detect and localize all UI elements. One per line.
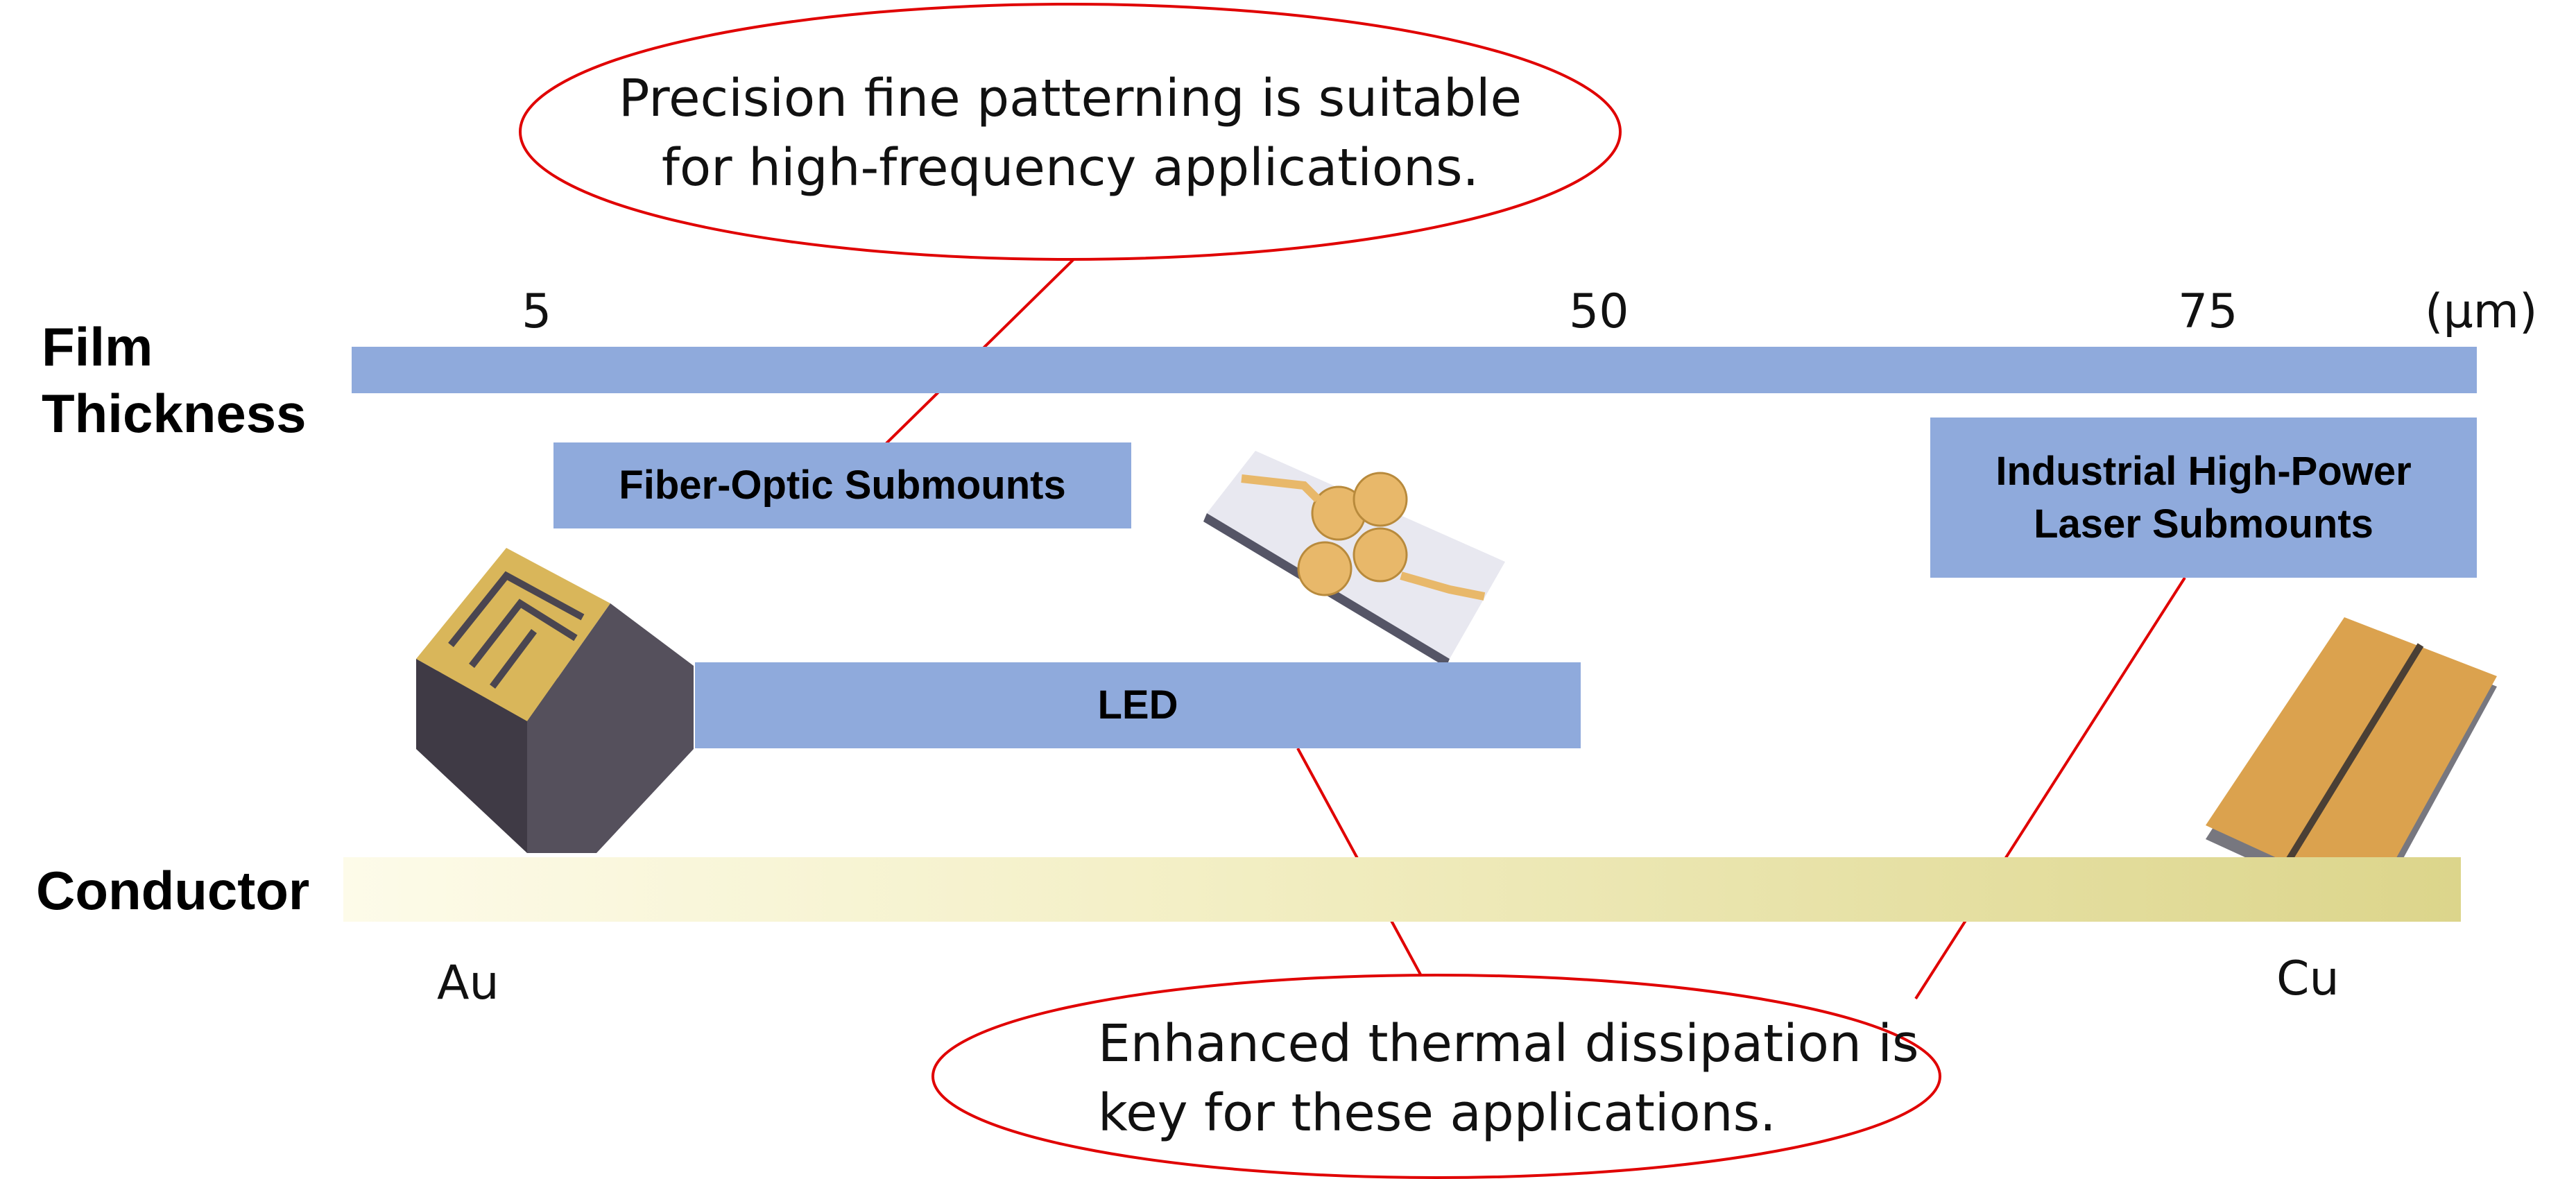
film-thickness-bar (352, 347, 2477, 393)
top-callout-line1: Precision fine patterning is suitable (618, 69, 1522, 128)
tick-5: 5 (522, 284, 552, 339)
bottom-callout-text: Enhanced thermal dissipation is key for … (1098, 1009, 1919, 1148)
fiber-optic-chip-image (416, 548, 694, 853)
conductor-cu-label: Cu (2276, 952, 2339, 1006)
industrial-label-line1: Industrial High-Power (1995, 448, 2412, 494)
conductor-au-label: Au (437, 956, 499, 1010)
tick-75: 75 (2178, 284, 2238, 339)
laser-submount-image (2206, 617, 2497, 915)
bottom-callout-line1: Enhanced thermal dissipation is (1098, 1014, 1919, 1074)
top-callout-line2: for high-frequency applications. (661, 138, 1479, 198)
top-callout-ellipse (519, 3, 1622, 261)
led-label: LED (1097, 682, 1178, 728)
industrial-callout-leader (1914, 576, 2186, 1000)
tick-50: 50 (1569, 284, 1629, 339)
industrial-label-line2: Laser Submounts (2034, 501, 2373, 547)
conductor-gradient-bar (343, 857, 2461, 922)
led-range-box: LED (695, 662, 1581, 748)
industrial-laser-range-box: Industrial High-Power Laser Submounts (1930, 418, 2477, 578)
bottom-callout-line2: key for these applications. (1098, 1083, 1776, 1143)
conductor-label: Conductor (36, 860, 310, 921)
fiber-optic-range-box: Fiber-Optic Submounts (553, 442, 1131, 528)
bottom-callout-ellipse (931, 974, 1941, 1179)
unit-label: (µm) (2425, 284, 2538, 339)
film-thickness-label: Film Thickness (42, 313, 307, 447)
film-thickness-label-line2: Thickness (42, 383, 307, 444)
fiber-optic-label: Fiber-Optic Submounts (619, 463, 1066, 508)
led-substrate-image (1203, 451, 1505, 667)
top-callout-text: Precision fine patterning is suitable fo… (596, 64, 1544, 203)
film-thickness-label-line1: Film (42, 316, 153, 377)
